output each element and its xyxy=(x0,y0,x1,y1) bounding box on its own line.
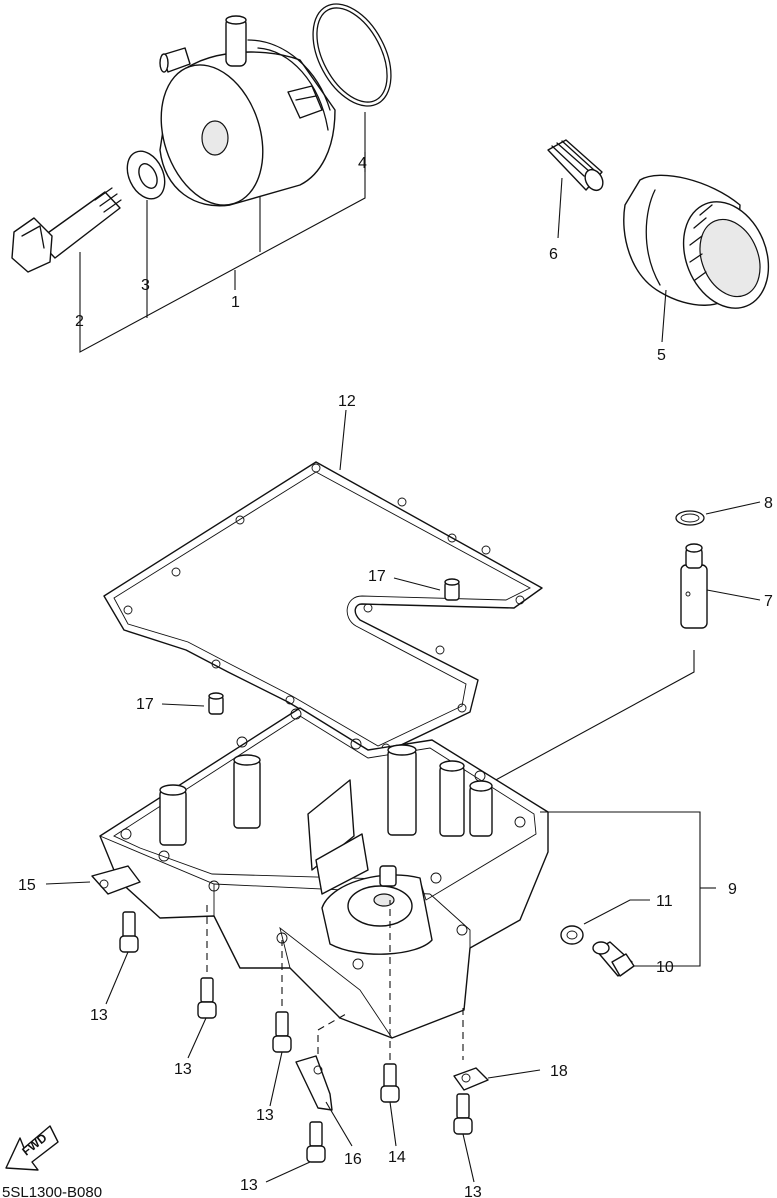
oil-filter-part-5 xyxy=(623,174,770,343)
label-13-d: 13 xyxy=(240,1177,258,1194)
label-9: 9 xyxy=(728,881,737,898)
gasket-part-12 xyxy=(103,409,543,757)
fitting-part-6 xyxy=(547,139,604,239)
oil-pan-part-9 xyxy=(99,707,716,1039)
bracket-part-16 xyxy=(295,1013,353,1147)
drawing-code: 5SL1300-B080 xyxy=(2,1184,102,1198)
bracket-part-15 xyxy=(45,865,141,895)
label-13-a: 13 xyxy=(90,1007,108,1024)
label-17-a: 17 xyxy=(368,568,386,585)
bolt-part-13-a xyxy=(105,911,139,1005)
pan-flange-holes xyxy=(120,708,526,970)
bolt-part-13-d xyxy=(265,1121,326,1183)
washer-part-11 xyxy=(560,899,650,945)
part-number-labels: 1 2 3 4 5 6 7 8 9 10 11 12 13 13 13 13 1… xyxy=(18,155,773,1198)
oil-pan-bosses xyxy=(159,744,493,846)
label-5: 5 xyxy=(657,347,666,364)
bolt-part-14 xyxy=(380,900,400,1147)
bolt-part-13-b xyxy=(187,900,217,1059)
washer-part-3 xyxy=(126,150,166,200)
pipe-part-7 xyxy=(469,543,761,795)
label-18: 18 xyxy=(550,1063,568,1080)
label-10: 10 xyxy=(656,959,674,976)
o-ring-part-4 xyxy=(312,3,392,107)
label-16: 16 xyxy=(344,1151,362,1168)
label-6: 6 xyxy=(549,246,558,263)
bolt-part-2 xyxy=(11,187,122,273)
label-17-b: 17 xyxy=(136,696,154,713)
bolt-part-13-e xyxy=(453,1008,475,1183)
fwd-arrow-icon: FWD xyxy=(5,1125,59,1171)
label-8: 8 xyxy=(764,495,773,512)
label-15: 15 xyxy=(18,877,36,894)
oil-cooler xyxy=(159,15,336,207)
label-14: 14 xyxy=(388,1149,406,1166)
o-ring-part-8 xyxy=(675,501,761,526)
label-2: 2 xyxy=(75,313,84,330)
label-11: 11 xyxy=(656,893,673,910)
leaders-cooler xyxy=(79,112,366,353)
label-4: 4 xyxy=(358,155,367,172)
label-13-b: 13 xyxy=(174,1061,192,1078)
bolt-part-13-c xyxy=(269,940,292,1107)
label-13-c: 13 xyxy=(256,1107,274,1124)
label-12: 12 xyxy=(338,393,356,410)
label-7: 7 xyxy=(764,593,773,610)
label-1: 1 xyxy=(231,294,240,311)
label-13-e: 13 xyxy=(464,1184,482,1198)
bracket-part-18 xyxy=(453,1067,541,1091)
oil-strainer xyxy=(321,865,433,955)
label-3: 3 xyxy=(141,277,150,294)
drain-bolt-part-10 xyxy=(592,941,652,977)
dowel-pin-part-17-lower xyxy=(161,692,224,715)
dowel-pin-part-17-upper xyxy=(393,577,460,601)
